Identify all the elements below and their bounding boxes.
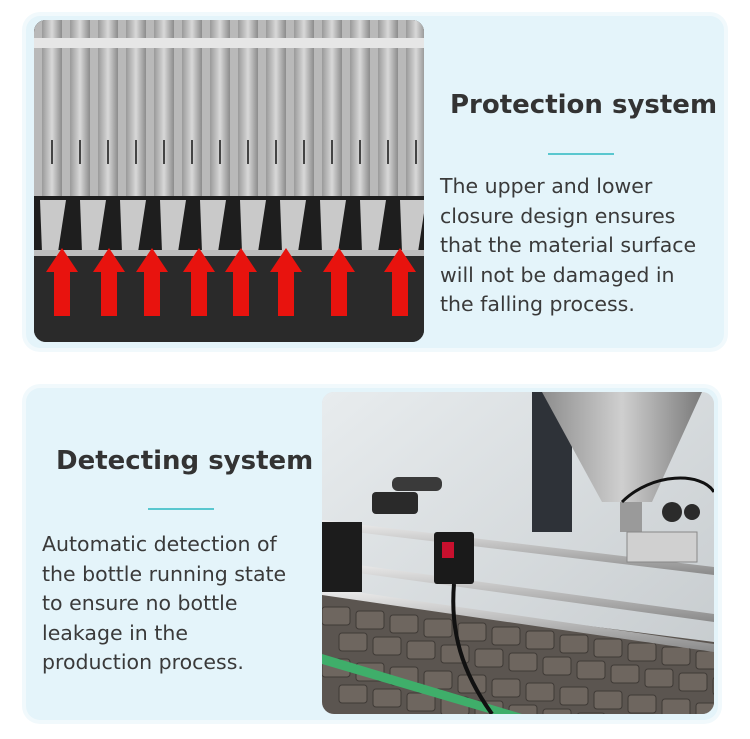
description-line: to ensure no bottle (42, 591, 238, 616)
protection-system-card: Protection system The upper and lower cl… (26, 16, 724, 348)
title-divider (548, 153, 614, 155)
title-divider (148, 508, 214, 510)
description-line: the falling process. (440, 292, 635, 317)
red-arrow-group (46, 248, 416, 316)
red-arrow-icon (46, 248, 78, 316)
description-line: the bottle running state (42, 561, 287, 586)
section-title: Detecting system (56, 446, 314, 476)
conveyor-sensor-illustration (322, 392, 714, 714)
red-arrow-icon (93, 248, 125, 316)
description-line: Automatic detection of (42, 532, 277, 556)
description-line: closure design ensures (440, 203, 676, 228)
red-arrow-icon (323, 248, 355, 316)
red-arrow-icon (136, 248, 168, 316)
red-arrow-icon (225, 248, 257, 316)
closure-plates-illustration (34, 20, 424, 342)
closure-plates-photo (34, 20, 424, 342)
red-arrow-icon (270, 248, 302, 316)
section-description: The upper and lower closure design ensur… (440, 172, 722, 320)
section-title: Protection system (450, 90, 718, 120)
description-line: that the material surface (440, 233, 697, 258)
description-line: The upper and lower (440, 174, 653, 198)
description-line: will not be damaged in (440, 262, 675, 287)
description-line: leakage in the (42, 620, 188, 645)
description-line: production process. (42, 650, 244, 675)
detecting-system-card: Detecting system Automatic detection of … (26, 388, 718, 720)
section-description: Automatic detection of the bottle runnin… (42, 530, 314, 678)
red-arrow-icon (183, 248, 215, 316)
conveyor-sensor-photo (322, 392, 714, 714)
red-arrow-icon (384, 248, 416, 316)
